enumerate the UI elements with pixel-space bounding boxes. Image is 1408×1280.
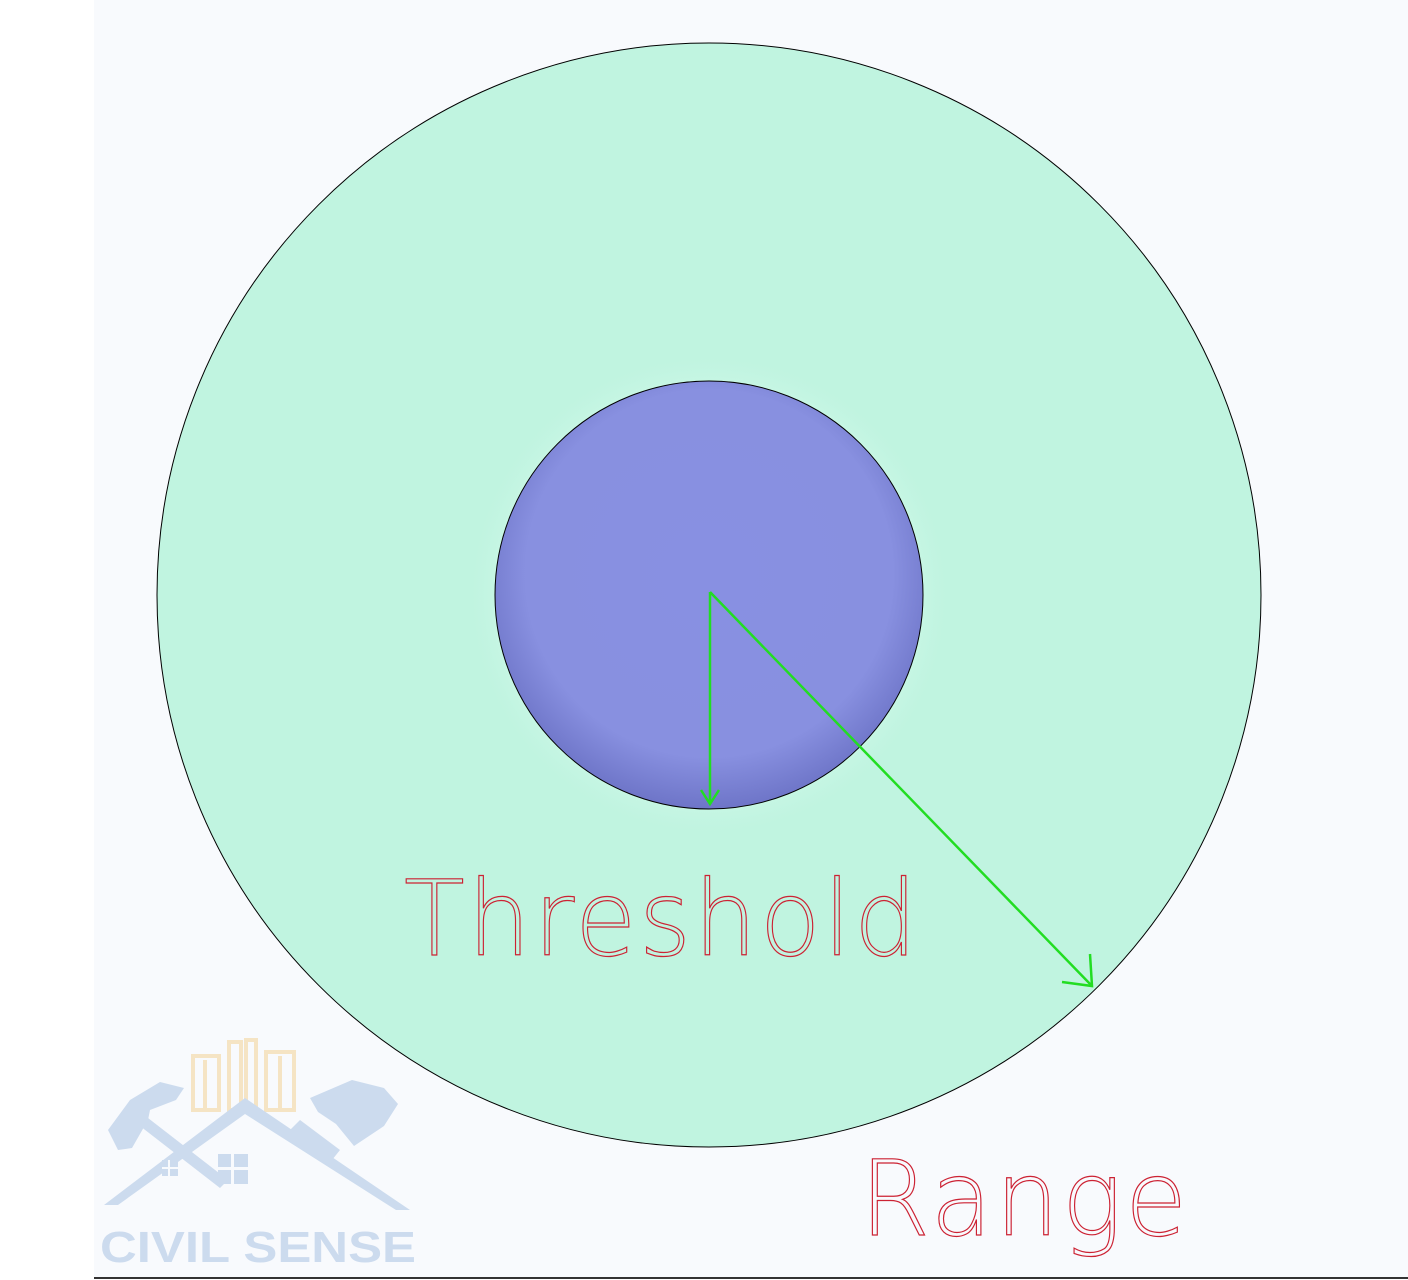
logo-text: CIVIL SENSE	[100, 1223, 416, 1272]
range-label: Range	[860, 1138, 1190, 1260]
trowel-icon	[290, 1080, 398, 1160]
hammer-icon	[108, 1082, 228, 1188]
left-margin	[0, 0, 94, 1280]
threshold-radius-arrow	[699, 592, 721, 807]
civil-sense-logo: CIVIL SENSE	[100, 1038, 416, 1272]
threshold-label: Threshold	[404, 858, 920, 980]
range-radius-arrow	[709, 591, 1094, 988]
